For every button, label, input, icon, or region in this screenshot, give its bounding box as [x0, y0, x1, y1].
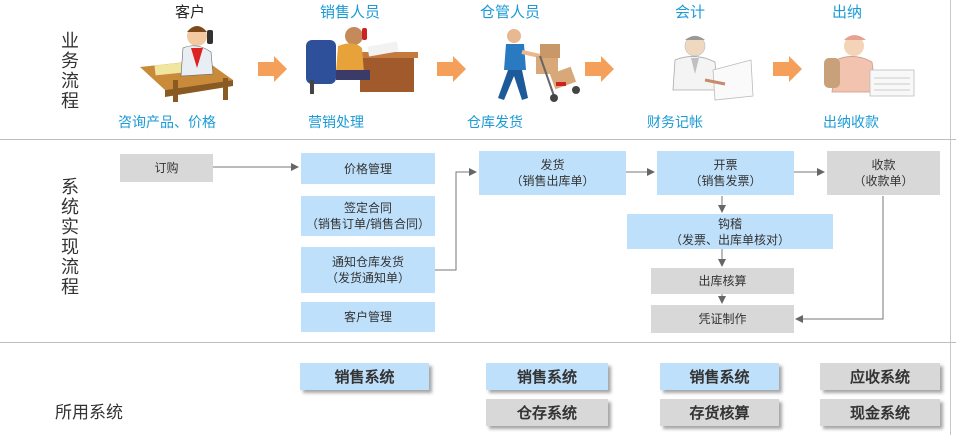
role-sales: 销售人员 [319, 3, 380, 21]
row-label-system: 系统实现流程 [61, 177, 79, 298]
box-reconcile: 钩稽 （发票、出库单核对） [627, 214, 833, 249]
accountant-illustration [672, 35, 754, 101]
task-inquiry: 咨询产品、价格 [118, 115, 216, 131]
box-sign-contract: 签定合同 （销售订单/销售合同） [301, 196, 435, 236]
flow-arrow-2 [437, 56, 466, 82]
task-collection: 出纳收款 [823, 115, 879, 131]
system-receivable: 应收系统 [820, 363, 940, 390]
separator-bottom [0, 342, 956, 343]
task-marketing: 营销处理 [308, 115, 364, 131]
box-order: 订购 [120, 154, 213, 182]
right-border [950, 0, 951, 435]
row-label-business: 业务流程 [61, 31, 79, 112]
box-voucher: 凭证制作 [651, 305, 794, 333]
task-shipping: 仓库发货 [467, 115, 523, 131]
flow-arrow-3 [585, 56, 614, 82]
role-accountant: 会计 [674, 3, 705, 21]
row-label-used: 所用系统 [55, 403, 123, 423]
system-cash: 现金系统 [820, 399, 940, 426]
box-receipt: 收款 （收款单） [827, 151, 940, 195]
system-inventory-costing: 存货核算 [660, 399, 779, 426]
task-bookkeeping: 财务记帐 [647, 115, 703, 131]
cashier-illustration [824, 35, 915, 97]
system-sales-3: 销售系统 [660, 363, 779, 390]
role-warehouse: 仓管人员 [479, 3, 540, 21]
salesperson-phone-illustration [306, 27, 418, 94]
role-cashier: 出纳 [831, 3, 862, 21]
system-sales-1: 销售系统 [300, 363, 429, 390]
box-outbound-costing: 出库核算 [651, 268, 794, 294]
flow-arrow-1 [258, 56, 287, 82]
box-price-management: 价格管理 [301, 153, 435, 184]
separator-top [0, 139, 956, 140]
box-notify-warehouse: 通知仓库发货 （发货通知单） [301, 247, 435, 293]
system-sales-2: 销售系统 [486, 363, 608, 390]
role-customer: 客户 [174, 3, 205, 21]
customer-phone-illustration [140, 26, 233, 102]
box-shipping: 发货 （销售出库单） [479, 151, 626, 195]
warehouse-worker-illustration [498, 29, 580, 102]
box-invoice: 开票 （销售发票） [657, 151, 794, 195]
flow-arrow-4 [773, 56, 802, 82]
box-customer-management: 客户管理 [301, 302, 435, 332]
system-warehouse: 仓存系统 [486, 399, 608, 426]
